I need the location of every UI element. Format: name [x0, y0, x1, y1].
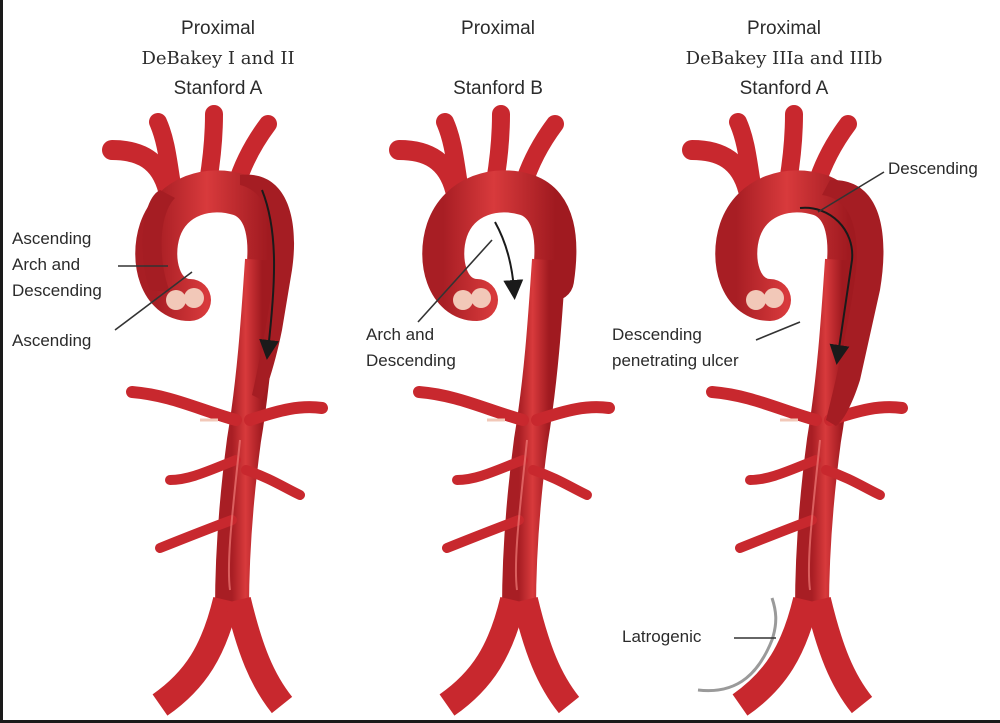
panel-2-heading-line-1: Proximal [461, 18, 535, 39]
panel-1-heading-line-2: DeBakey I and II [141, 48, 295, 69]
panel-3-heading-line-3: Stanford A [739, 78, 829, 99]
aorta-panel-2 [389, 105, 615, 716]
panel-3-heading-line-2: DeBakey IIIa and IIIb [685, 48, 883, 69]
left-lower-branch-p1 [155, 515, 237, 553]
panel-3-heading: Proximal DeBakey IIIa and IIIb Stanford … [654, 14, 914, 104]
right-iliac-artery-p2 [439, 596, 526, 716]
descending-aorta-p3 [795, 258, 859, 611]
right-branch-upper-p2 [531, 401, 615, 426]
coronary-bulb-left-p2 [453, 290, 473, 310]
left-iliac-artery-p1 [225, 596, 293, 714]
panel-2-heading-line-3: Stanford B [453, 78, 543, 99]
left-renal-artery-p1 [165, 455, 241, 485]
label-ascending: Ascending [12, 331, 92, 350]
flow-arrow-panel-1 [259, 189, 280, 360]
aortic-arch-p2 [422, 170, 577, 321]
panel-1-heading-line-1: Proximal [181, 18, 255, 39]
panel-2-heading: Proximal Stanford B [368, 14, 628, 104]
right-branch-upper-p1 [244, 401, 328, 426]
aorta-panel-1 [102, 105, 328, 716]
label-arch-and-descending: Arch and Descending [366, 325, 456, 370]
left-branch-upper-p1 [126, 386, 242, 426]
right-carotid-branch-p2 [436, 113, 468, 194]
coronary-bulb-left-p3 [746, 290, 766, 310]
panel-3-heading-line-1: Proximal [747, 18, 821, 39]
left-lower-branch-p2 [442, 515, 524, 553]
flow-arrow-panel-3 [799, 206, 854, 365]
right-iliac-artery-p1 [152, 596, 239, 716]
frame-bottom-border [0, 720, 1000, 723]
right-iliac-artery-p3 [732, 596, 819, 716]
right-renal-artery-p2 [528, 465, 592, 500]
intimal-highlight-p3 [807, 439, 821, 591]
frame-left-border [0, 0, 3, 723]
coronary-bulb-right-p2 [471, 288, 491, 308]
left-branch-upper-p2 [413, 386, 529, 426]
right-renal-artery-p3 [821, 465, 885, 500]
panel-1-heading: Proximal DeBakey I and II Stanford A [88, 14, 348, 104]
panel-2-heading-line-2 [368, 44, 628, 74]
catheter-icon [697, 597, 778, 693]
coronary-bulb-right-p3 [764, 288, 784, 308]
left-iliac-artery-p3 [805, 596, 873, 714]
right-carotid-branch-p1 [149, 113, 181, 194]
left-renal-artery-p3 [745, 455, 821, 485]
right-renal-artery-p1 [241, 465, 305, 500]
coronary-bulb-left-p1 [166, 290, 186, 310]
right-carotid-branch-p3 [729, 113, 761, 194]
panel-1-heading-line-3: Stanford A [173, 78, 263, 99]
left-lower-branch-p3 [735, 515, 817, 553]
label-descending-penetrating-ulcer: Descending penetrating ulcer [612, 325, 739, 370]
flow-arrow-panel-2 [494, 221, 524, 300]
coronary-bulb-right-p1 [184, 288, 204, 308]
label-latrogenic: Latrogenic [622, 627, 702, 646]
label-descending: Descending [888, 159, 978, 178]
intimal-highlight-p1 [227, 439, 241, 591]
aortic-arch-p3 [715, 170, 870, 321]
aorta-panel-3 [682, 105, 908, 716]
label-ascending-arch-descending: Ascending Arch and Descending [12, 229, 102, 300]
intimal-highlight-p2 [514, 439, 528, 591]
left-branch-upper-p3 [706, 386, 822, 426]
false-lumen-panel-3 [822, 179, 884, 426]
left-iliac-artery-p2 [512, 596, 580, 714]
descending-aorta-p2 [502, 258, 566, 611]
left-renal-artery-p2 [452, 455, 528, 485]
leader-lines [114, 171, 885, 639]
descending-aorta-p1 [215, 258, 279, 611]
